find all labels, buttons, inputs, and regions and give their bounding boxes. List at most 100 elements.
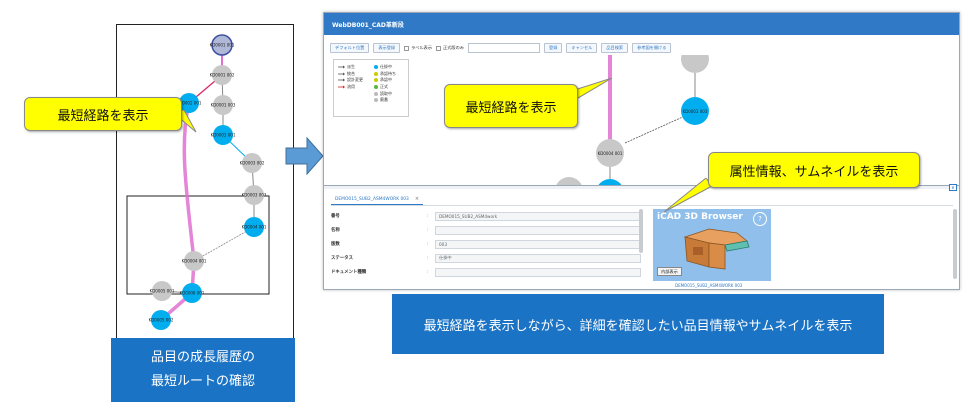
status-dot-icon: [374, 65, 378, 70]
bottom-caption-box: 最短経路を表示しながら、詳細を確認したい品目情報やサムネイルを表示: [392, 294, 884, 354]
graph-node[interactable]: [596, 179, 624, 185]
legend-status-item: 仕掛中: [374, 64, 396, 71]
checkbox-box[interactable]: [404, 45, 410, 51]
cancel-button[interactable]: キャンセル: [566, 43, 598, 53]
official-only-checkbox[interactable]: 正式版のみ: [436, 45, 464, 51]
node-label: KD0003 001: [211, 133, 236, 138]
property-label: ステータス: [331, 256, 353, 261]
graph-node[interactable]: [681, 55, 709, 73]
help-icon[interactable]: ?: [753, 212, 767, 226]
property-value-field[interactable]: DEMO015_SUB2_ASM4work: [435, 211, 641, 221]
graph-canvas[interactable]: KD0003 003 KD0004 001 派生統合設計変更流用 仕掛中承認待ち…: [325, 55, 959, 185]
graph-legend: 派生統合設計変更流用 仕掛中承認待ち承認中正式読取中廃番: [333, 59, 409, 117]
graph-node[interactable]: [213, 95, 233, 115]
legend-arrow-item: 派生: [338, 64, 363, 71]
graph-node-right[interactable]: [681, 97, 709, 125]
property-value-field[interactable]: [435, 225, 641, 235]
search-input[interactable]: [468, 43, 540, 53]
node-label: KD0005 002: [149, 318, 174, 323]
node-label: KD0004 001: [598, 151, 623, 156]
legend-label: 承認待ち: [380, 70, 396, 76]
detail-tab[interactable]: DEMO015_SUB2_ASM4WORK 003 ×: [331, 194, 424, 205]
thumbnail-caption[interactable]: DEMO015_SUB2_ASM4WORK 003: [675, 283, 743, 288]
node-label: KD0003 003: [683, 109, 708, 114]
legend-label: 仕掛中: [380, 64, 392, 70]
property-separator: :: [427, 241, 429, 247]
legend-label: 統合: [347, 70, 355, 76]
graph-node[interactable]: [555, 177, 583, 185]
graph-node[interactable]: [179, 93, 199, 113]
bottom-caption-text: 最短経路を表示しながら、詳細を確認したい品目情報やサムネイルを表示: [423, 318, 853, 334]
legend-status-item: 読取中: [374, 90, 396, 97]
status-dot-icon: [374, 98, 378, 103]
property-row: 版数:003: [331, 237, 641, 251]
property-label: 名称: [331, 228, 340, 233]
property-separator: :: [427, 255, 429, 261]
property-row: ドキュメント種類:: [331, 265, 641, 279]
detail-tab-label: DEMO015_SUB2_ASM4WORK 003: [335, 196, 409, 202]
property-value-field[interactable]: 003: [435, 239, 641, 249]
legend-label: 設計変更: [347, 77, 363, 83]
status-dot-icon: [374, 85, 378, 90]
graph-node[interactable]: [182, 283, 202, 303]
graph-node[interactable]: [184, 251, 204, 271]
graph-node[interactable]: [244, 217, 264, 237]
panel-splitter[interactable]: [324, 185, 959, 189]
legend-arrow-list: 派生統合設計変更流用: [338, 64, 363, 90]
node-label: KD0003 002: [240, 161, 265, 166]
open-reference-button[interactable]: 参考図を開ける: [632, 43, 672, 53]
node-label: KD0001 001: [210, 43, 235, 48]
arrow-icon: [338, 72, 345, 76]
legend-status-item: 承認待ち: [374, 71, 396, 78]
search-button[interactable]: 登録: [544, 43, 563, 53]
property-separator: :: [427, 213, 429, 219]
graph-node[interactable]: [152, 281, 172, 301]
viewer-title: iCAD 3D Browser: [657, 212, 743, 222]
graph-node[interactable]: [211, 34, 233, 56]
default-position-button[interactable]: デフォルト位置: [330, 43, 370, 53]
legend-label: 正式: [380, 84, 388, 90]
thumbnail-viewer[interactable]: iCAD 3D Browser ? 内部表示: [653, 209, 771, 281]
property-row: 番号:DEMO015_SUB2_ASM4work: [331, 209, 641, 223]
status-dot-icon: [374, 78, 378, 83]
property-value-field[interactable]: [435, 267, 641, 277]
label-display-checkbox[interactable]: ラベル表示: [404, 45, 432, 51]
arrow-icon: [338, 65, 345, 69]
detail-panel: DEMO015_SUB2_ASM4WORK 003 × 番号:DEMO015_S…: [325, 191, 959, 289]
arrow-icon: [338, 78, 345, 82]
node-label: KD0001 003: [211, 103, 236, 108]
item-search-button[interactable]: 品目検索: [601, 43, 629, 53]
legend-arrow-item: 統合: [338, 71, 363, 78]
property-scrollbar[interactable]: [639, 209, 643, 253]
graph-node-center[interactable]: [596, 139, 624, 167]
legend-status-item: 廃番: [374, 97, 396, 104]
graph-node[interactable]: [244, 185, 264, 205]
show-all-button[interactable]: 表示登録: [373, 43, 401, 53]
graph-node[interactable]: [151, 310, 171, 330]
node-label: KD0005 001: [150, 289, 175, 294]
label-display-label: ラベル表示: [411, 45, 433, 50]
property-label: 版数: [331, 242, 340, 247]
internal-view-button[interactable]: 内部表示: [657, 267, 682, 276]
legend-label: 承認中: [380, 77, 392, 83]
cad-app-window: WebDB001_CAD革新段 デフォルト位置 表示登録 ラベル表示 正式版のみ…: [323, 12, 960, 290]
legend-arrow-item: 設計変更: [338, 77, 363, 84]
status-dot-icon: [374, 91, 378, 96]
close-icon[interactable]: ×: [414, 196, 420, 202]
legend-label: 流用: [347, 84, 355, 90]
tab-divider: [331, 205, 953, 206]
checkbox-box[interactable]: [436, 45, 442, 51]
graph-node[interactable]: [212, 65, 232, 85]
toolbar: デフォルト位置 表示登録 ラベル表示 正式版のみ 登録 キャンセル 品目検索 参…: [324, 41, 959, 55]
graph-node[interactable]: [213, 125, 233, 145]
property-row: ステータス: 仕掛中: [331, 251, 641, 265]
collapse-chevron-icon[interactable]: ∨: [949, 184, 957, 191]
zoom-region-frame: [126, 195, 270, 295]
property-value-field[interactable]: 仕掛中: [435, 253, 641, 263]
graph-node[interactable]: [242, 153, 262, 173]
detail-scrollbar[interactable]: [953, 209, 957, 279]
node-label: KD0004 001: [182, 259, 207, 264]
